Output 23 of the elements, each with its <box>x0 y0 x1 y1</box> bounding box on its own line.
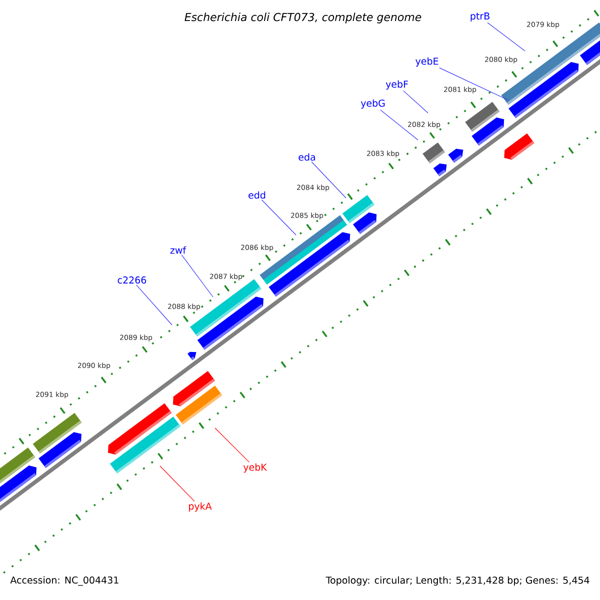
gene-label: ptrB <box>470 12 490 22</box>
gene-label: c2266 <box>118 276 146 284</box>
gene-label: yebG <box>360 99 385 109</box>
gene-label: edd <box>248 191 266 199</box>
leader-line <box>311 162 346 198</box>
gene-label: yebK <box>243 463 268 473</box>
gene-label: zwf <box>170 246 186 254</box>
leader-line <box>160 466 195 502</box>
gene-label: yebE <box>416 57 438 67</box>
gene-label: eda <box>298 153 315 161</box>
leader-line <box>214 428 250 462</box>
leader-line <box>261 200 296 236</box>
gene-label: yebF <box>386 80 408 90</box>
gene-label: pykA <box>189 502 212 512</box>
leader-line <box>181 254 214 298</box>
accession-text: Accession: NC_004431 <box>10 576 118 586</box>
leader-line <box>487 22 526 52</box>
leader-line <box>403 90 428 114</box>
leader-line <box>439 68 508 100</box>
leader-line <box>136 284 172 326</box>
title: Escherichia coli CFT073, complete genome <box>184 12 422 24</box>
topology-text: Topology: circular; Length: 5,231,428 bp; Genes: 5,454 <box>326 576 590 586</box>
leader-line <box>380 110 418 140</box>
